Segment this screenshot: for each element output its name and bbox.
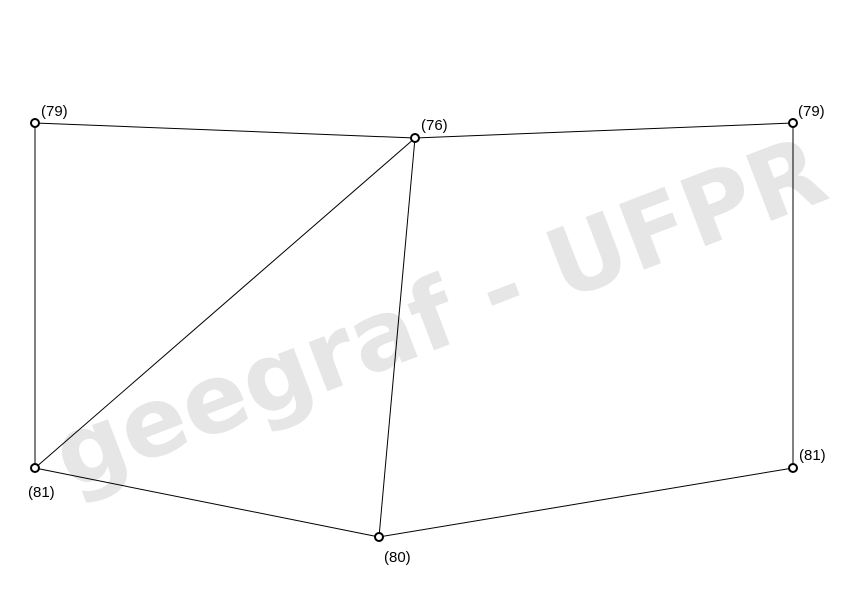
node-label-top-right: (79) bbox=[798, 103, 825, 120]
edge-top-left-to-top-center bbox=[34, 122, 416, 139]
node-bottom-center bbox=[374, 532, 384, 542]
node-bottom-left bbox=[30, 463, 40, 473]
node-label-bottom-center: (80) bbox=[384, 549, 411, 566]
node-label-bottom-left: (81) bbox=[28, 484, 55, 501]
edge-layer bbox=[34, 122, 794, 538]
edge-bottom-center-to-bottom-right bbox=[378, 467, 794, 538]
edge-bottom-left-to-bottom-center bbox=[34, 467, 380, 538]
edge-top-center-to-top-right bbox=[414, 122, 794, 139]
node-label-top-center: (76) bbox=[421, 117, 448, 134]
node-label-top-left: (79) bbox=[41, 103, 68, 120]
label-layer: (79) (76) (79) (81) (80) (81) bbox=[28, 103, 826, 566]
node-top-center bbox=[410, 133, 420, 143]
node-top-left bbox=[30, 118, 40, 128]
watermark: geegraf - UFPR bbox=[38, 114, 840, 511]
node-label-bottom-right: (81) bbox=[799, 447, 826, 464]
node-bottom-right bbox=[788, 463, 798, 473]
edge-top-center-to-bottom-center bbox=[378, 137, 416, 538]
node-top-right bbox=[788, 118, 798, 128]
edge-bottom-left-to-top-center bbox=[34, 137, 416, 469]
node-layer bbox=[30, 118, 798, 542]
